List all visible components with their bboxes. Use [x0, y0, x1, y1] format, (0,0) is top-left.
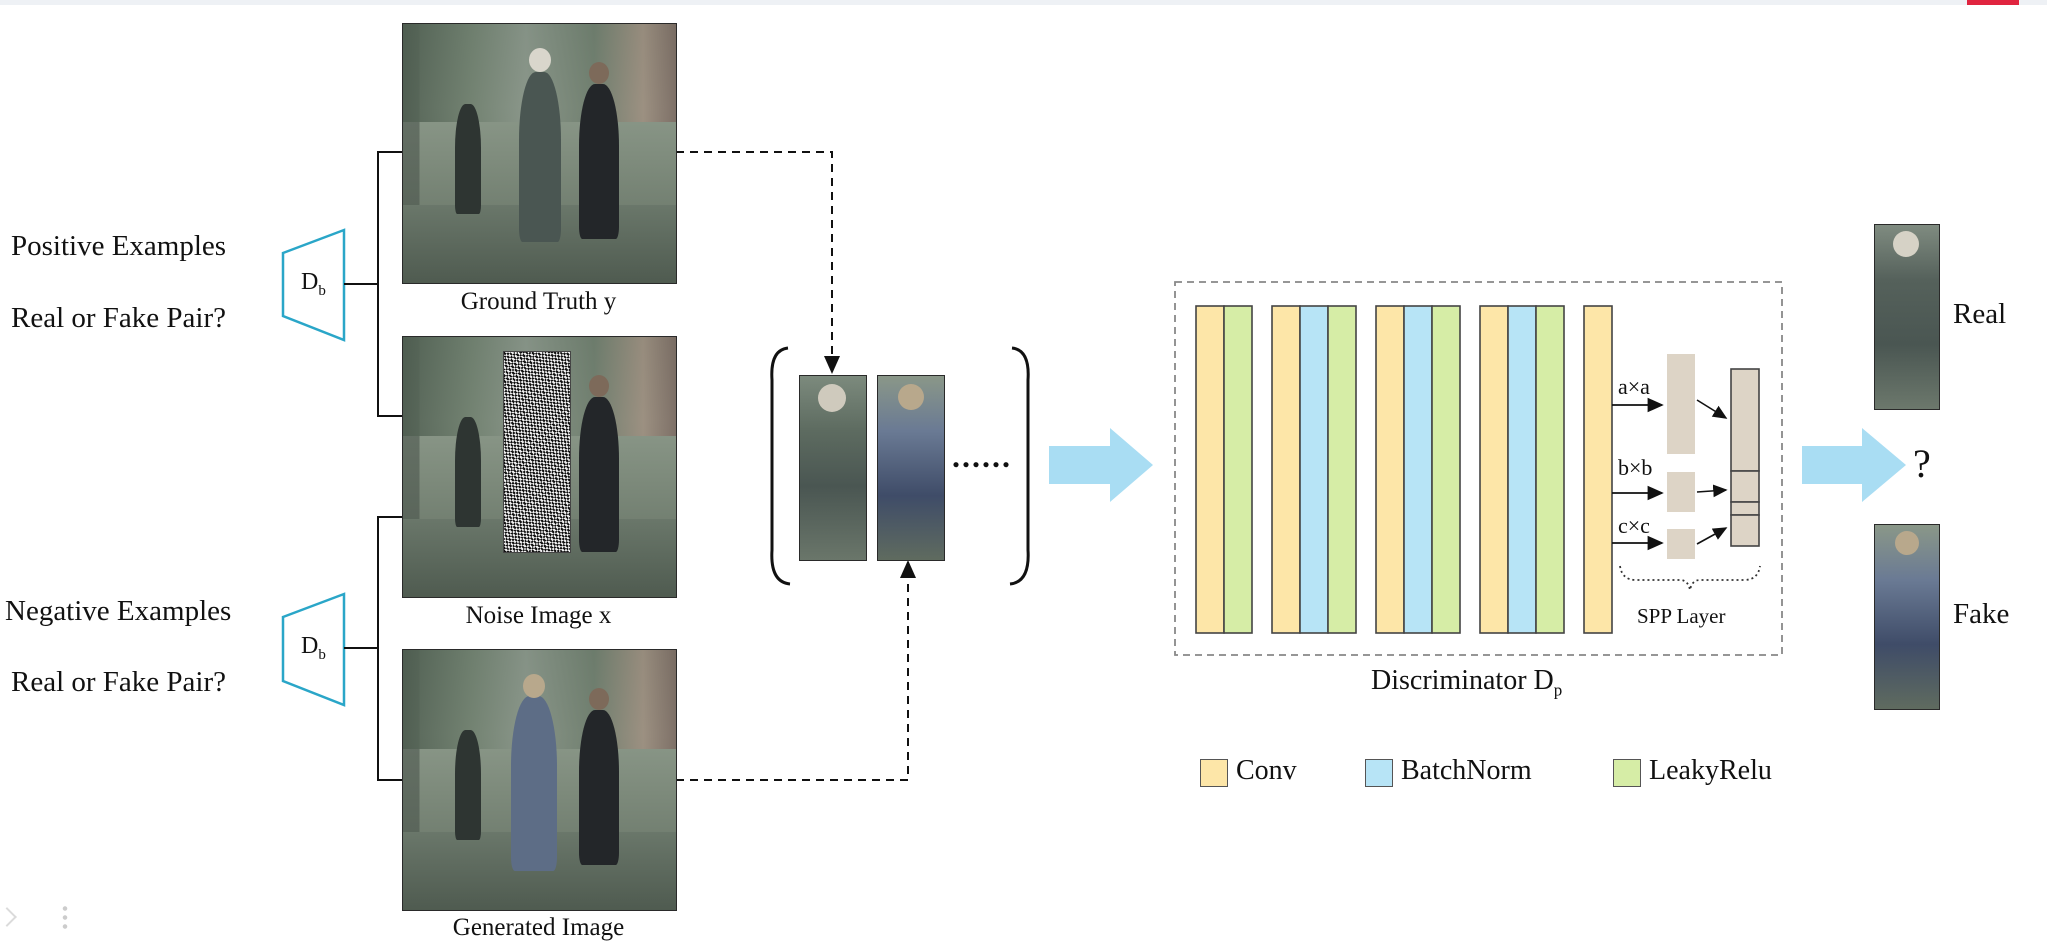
top-bracket-connector [344, 151, 402, 417]
output-fake-image [1874, 524, 1940, 710]
spp-blocks [1667, 354, 1695, 559]
legend-conv-label: Conv [1236, 755, 1297, 786]
db-bottom-letter: D [301, 633, 319, 659]
legend-leakyrelu-swatch [1613, 759, 1641, 787]
discriminator-symbol: D [1533, 665, 1554, 696]
discriminator-caption: Discriminator Dp [1371, 665, 1562, 701]
layer-batchnorm-3 [1403, 305, 1433, 634]
db-top-letter: D [301, 269, 319, 295]
question-mark: ? [1913, 441, 1931, 486]
layer-leakyrelu-1 [1223, 305, 1253, 634]
crop-ground-truth [799, 375, 867, 561]
db-bottom-subscript: b [318, 646, 326, 663]
fake-label: Fake [1953, 598, 2010, 630]
spp-layer-label: SPP Layer [1637, 604, 1726, 628]
real-label: Real [1953, 298, 2007, 330]
noise-image-caption: Noise Image x [465, 602, 612, 629]
layer-leakyrelu-3 [1431, 305, 1461, 634]
layer-leakyrelu-2 [1327, 305, 1357, 634]
db-bottom-label: Db [301, 633, 326, 664]
layer-batchnorm-4 [1507, 305, 1537, 634]
ground-truth-caption: Ground Truth y [460, 288, 617, 315]
legend-leakyrelu-label: LeakyRelu [1649, 755, 1772, 786]
layer-conv-5 [1583, 305, 1613, 634]
right-parenthesis [1009, 346, 1030, 586]
spp-block-c [1667, 529, 1695, 559]
spp-block-a [1667, 354, 1695, 454]
bottom-bracket-connector [344, 516, 402, 781]
discriminator-subscript: p [1553, 680, 1563, 700]
layer-conv-4 [1479, 305, 1509, 634]
spp-brace [1619, 565, 1761, 591]
corner-tab [1967, 0, 2019, 5]
left-parenthesis [770, 346, 791, 586]
discriminator-box [1174, 281, 1783, 656]
spp-arrows [1612, 397, 1664, 551]
spp-block-b [1667, 472, 1695, 512]
positive-question-label: Real or Fake Pair? [11, 302, 227, 334]
db-top-subscript: b [318, 282, 326, 299]
legend-batchnorm-label: BatchNorm [1401, 755, 1532, 786]
legend-batchnorm-swatch [1365, 759, 1393, 787]
crop-generated [877, 375, 945, 561]
noise-image [402, 336, 677, 598]
generated-image-caption: Generated Image [452, 914, 625, 941]
negative-examples-label: Negative Examples [5, 595, 232, 627]
ground-truth-image [402, 23, 677, 284]
generated-image [402, 649, 677, 911]
layer-leakyrelu-4 [1535, 305, 1565, 634]
top-strip [0, 0, 2047, 5]
layer-conv-1 [1195, 305, 1225, 634]
blue-arrow-to-output [1802, 428, 1906, 502]
blue-arrow-to-discriminator [1049, 428, 1153, 502]
db-trapezoid-top [281, 228, 346, 342]
spp-label-bxb: b×b [1618, 455, 1653, 480]
spp-label-cxc: c×c [1618, 513, 1650, 538]
db-top-label: Db [301, 269, 326, 300]
spp-concat-column [1730, 368, 1760, 547]
network-layers [1195, 305, 1613, 634]
drag-handle-icon[interactable] [62, 904, 68, 930]
output-real-image [1874, 224, 1940, 410]
discriminator-text: Discriminator [1371, 665, 1534, 696]
positive-examples-label: Positive Examples [11, 230, 227, 262]
spp-concat-arrows [1696, 399, 1728, 545]
ellipsis: ...... [952, 438, 1012, 474]
layer-batchnorm-2 [1299, 305, 1329, 634]
db-trapezoid-bottom [281, 592, 346, 707]
legend-conv-swatch [1200, 759, 1228, 787]
layer-conv-3 [1375, 305, 1405, 634]
dashed-arrow-generated [676, 560, 916, 781]
noise-patch [503, 351, 571, 553]
spp-label-axa: a×a [1618, 374, 1650, 399]
layer-conv-2 [1271, 305, 1301, 634]
dashed-arrow-ground-truth [676, 151, 840, 374]
negative-question-label: Real or Fake Pair? [11, 666, 227, 698]
